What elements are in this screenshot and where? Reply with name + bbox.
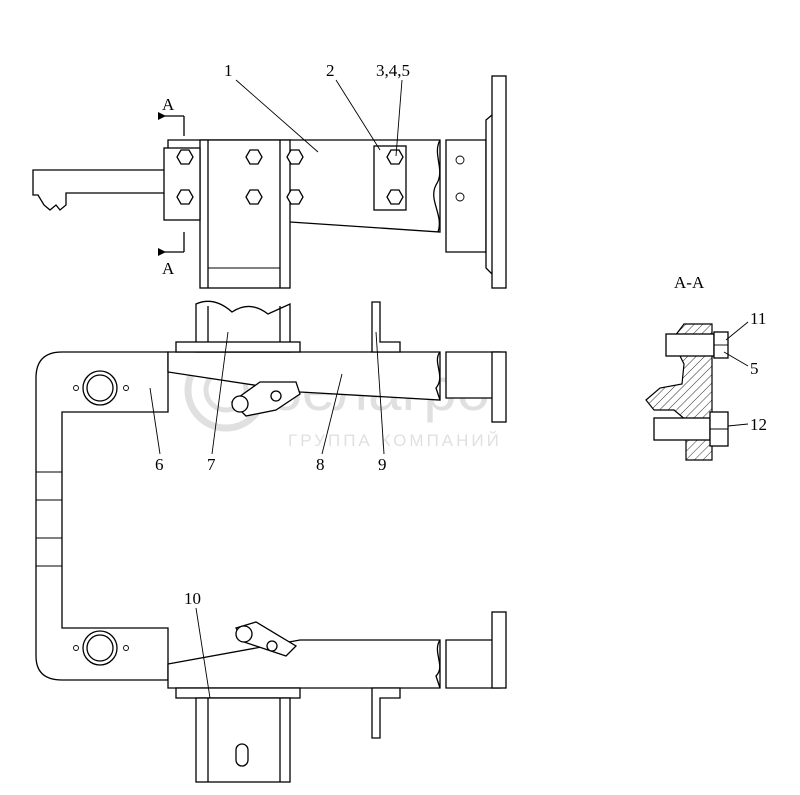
callout-12: 12 [750, 415, 767, 434]
leaders-section [723, 321, 749, 427]
callout-10: 10 [184, 589, 201, 608]
callout-1: 1 [224, 61, 233, 80]
section-view: A-A [645, 273, 729, 461]
callout-5: 5 [750, 359, 759, 378]
callout-6: 6 [155, 455, 164, 474]
callout-3-4-5: 3,4,5 [376, 61, 410, 80]
cut-mark-bottom: A [162, 259, 175, 278]
front-view [35, 300, 507, 783]
callout-11: 11 [750, 309, 766, 328]
callout-2: 2 [326, 61, 335, 80]
callout-9: 9 [378, 455, 387, 474]
callout-7: 7 [207, 455, 216, 474]
leaders-front [149, 331, 385, 699]
section-title: A-A [674, 273, 705, 292]
leaders-top [235, 79, 403, 157]
watermark-subtitle: ГРУППА КОМПАНИЙ [288, 431, 502, 450]
callout-8: 8 [316, 455, 325, 474]
top-view: A A [32, 75, 507, 289]
bolt-group-top [176, 149, 304, 205]
cut-mark-top: A [162, 95, 175, 114]
